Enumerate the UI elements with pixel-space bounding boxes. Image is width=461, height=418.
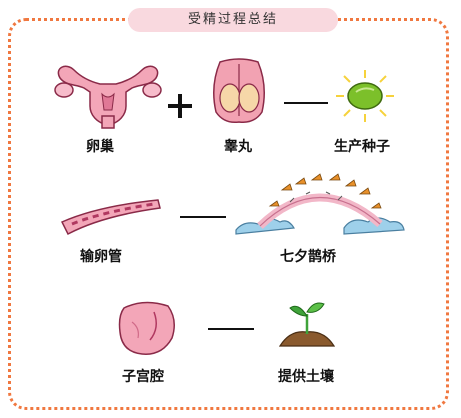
page-title: 受精过程总结 (128, 8, 338, 32)
dash-connector-3 (208, 328, 254, 330)
seed-illustration (336, 70, 394, 122)
label-testis: 睾丸 (224, 139, 252, 155)
label-ovary: 卵巢 (86, 139, 114, 155)
soil-sprout-illustration (278, 302, 336, 347)
label-uterine-cavity: 子宫腔 (122, 369, 164, 385)
ovary-illustration (54, 65, 162, 129)
plus-icon (168, 94, 192, 118)
uterine-cavity-illustration (118, 301, 175, 355)
dash-connector-2 (180, 216, 226, 218)
label-magpie-bridge: 七夕鹊桥 (280, 249, 336, 265)
label-seed: 生产种子 (334, 139, 390, 155)
dash-connector (284, 102, 328, 104)
magpie-bridge-illustration (235, 173, 405, 235)
testis-illustration (213, 58, 265, 124)
fallopian-tube-illustration (60, 199, 161, 236)
label-soil: 提供土壤 (278, 369, 334, 385)
label-fallopian-tube: 输卵管 (80, 249, 122, 265)
